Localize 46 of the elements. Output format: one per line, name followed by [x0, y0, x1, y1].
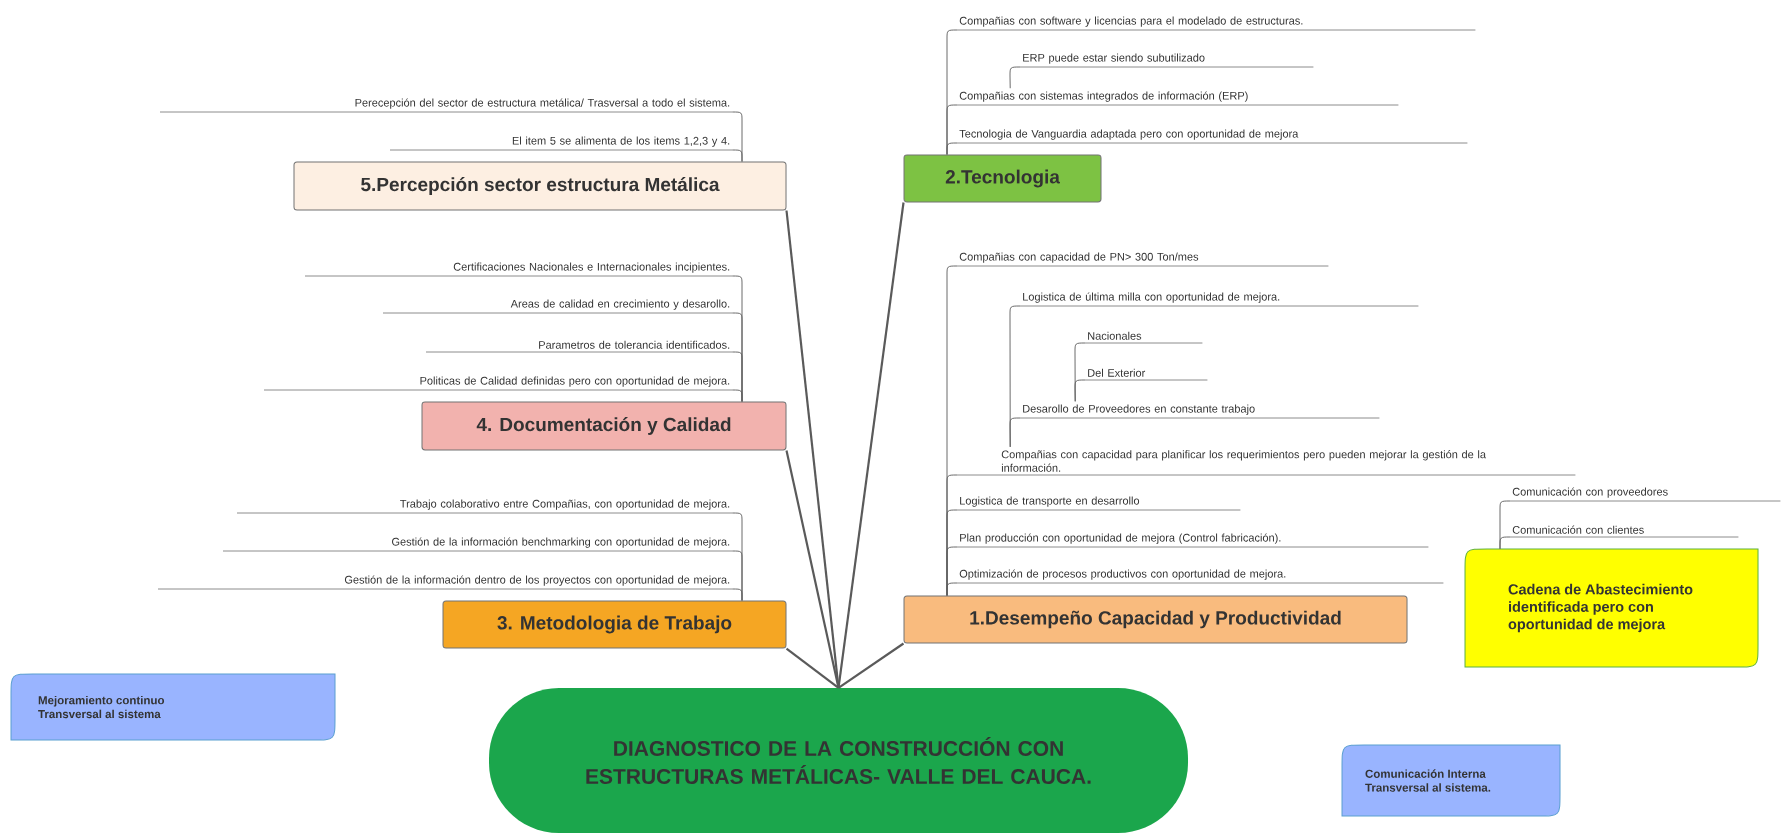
branch-text: Plan producción con oportunidad de mejora (Control fabricación). [956, 533, 1429, 548]
connector-line [785, 210, 840, 688]
branch-line [1074, 379, 1086, 402]
branch-text: Certificaciones Nacionales e Internacionales incipientes. [304, 262, 733, 277]
branch-line [946, 582, 958, 596]
topic-box: 2.Tecnologia [903, 154, 1102, 203]
topic-box: 3. Metodologia de Trabajo [442, 600, 787, 649]
branch-text: Compañias con software y licencias para el modelado de estructuras. [956, 16, 1476, 31]
topic-box: 5.Percepción sector estructura Metálica [293, 161, 787, 211]
branch-text: Comunicación con proveedores [1509, 487, 1781, 502]
branch-text: Trabajo colaborativo entre Compañias, con oportunidad de mejora. [236, 499, 733, 514]
branch-line [1009, 417, 1021, 448]
topic-box: 4. Documentación y Calidad [421, 401, 787, 451]
branch-text: Gestión de la información dentro de los proyectos con oportunidad de mejora. [157, 575, 733, 590]
branch-text: Nacionales [1084, 331, 1203, 344]
connector-line [785, 647, 840, 689]
central-topic-box: DIAGNOSTICO DE LA CONSTRUCCIÓN CON ESTRUCTURAS METÁLICAS- VALLE DEL CAUCA. [489, 688, 1188, 833]
branch-line [1009, 66, 1021, 89]
branch-text: Gestión de la información benchmarking con oportunidad de mejora. [222, 537, 733, 552]
branch-line [731, 588, 743, 601]
branch-text: Logistica de transporte en desarrollo [956, 496, 1241, 511]
note-box: Comunicación Interna Transversal al sistema. [1341, 744, 1561, 817]
branch-text: ERP puede estar siendo subutilizado [1019, 53, 1314, 68]
branch-text: Tecnologia de Vanguardia adaptada pero con oportunidad de mejora [956, 129, 1468, 144]
branch-text: Optimización de procesos productivos con oportunidad de mejora. [956, 569, 1444, 584]
branch-text: Compañias con capacidad para planificar los requerimientos pero pueden mejorar la gestión de la información. [956, 450, 1576, 476]
branch-text: Areas de calidad en crecimiento y desarollo. [382, 299, 733, 314]
branch-text: Parametros de tolerancia identificados. [425, 340, 733, 353]
note-box: Cadena de Abastecimiento identificada pero con oportunidad de mejora [1464, 548, 1759, 668]
branch-text: Desarollo de Proveedores en constante trabajo [1019, 404, 1380, 419]
branch-line [731, 389, 743, 402]
topic-box: 1.Desempeño Capacidad y Productividad [903, 595, 1408, 644]
connector-line [837, 642, 905, 689]
branch-line [946, 142, 958, 155]
note-box: Mejoramiento continuo Transversal al sistema [10, 673, 336, 741]
branch-text: Logistica de última milla con oportunidad de mejora. [1019, 292, 1419, 307]
branch-text: Comunicación con clientes [1509, 525, 1739, 538]
branch-text: El item 5 se alimenta de los items 1,2,3 y 4. [389, 136, 733, 151]
branch-text: Del Exterior [1084, 368, 1208, 381]
connector-line [837, 202, 905, 688]
branch-text: Compañias con sistemas integrados de información (ERP) [956, 91, 1399, 106]
branch-line [1499, 536, 1511, 550]
branch-text: Perecepción del sector de estructura metálica/ Trasversal a todo el sistema. [159, 98, 733, 113]
branch-text: Politicas de Calidad definidas pero con oportunidad de mejora. [263, 376, 733, 391]
branch-text: Compañias con capacidad de PN> 300 Ton/mes [956, 252, 1329, 267]
branch-line [731, 149, 743, 162]
